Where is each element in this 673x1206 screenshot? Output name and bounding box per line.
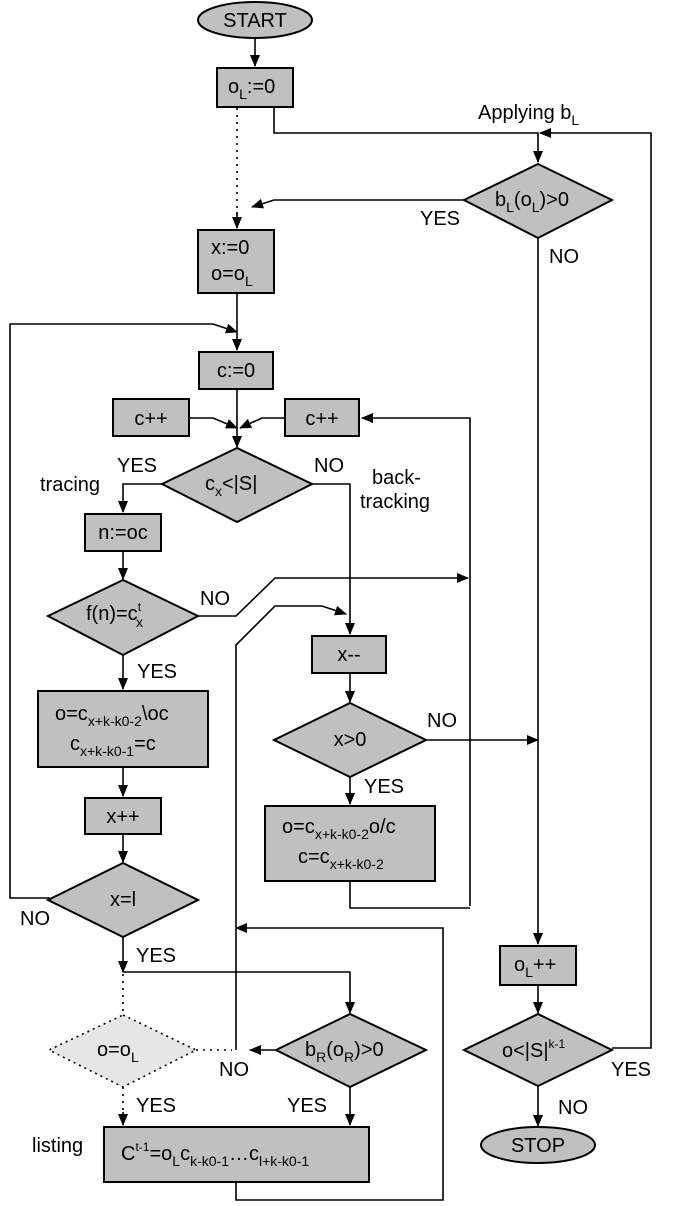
svg-text:n:=oc: n:=oc [98,522,147,544]
x-eq-l-decision: x=l [45,861,201,939]
fn-yes-label: YES [137,661,177,683]
svg-text:START: START [223,10,287,32]
ol-lt-s-decision: o<|S|k-1 [461,1012,615,1088]
start-terminal: START [197,1,313,39]
svg-text:c++: c++ [305,408,338,430]
x-init-box: x:=0 o=oL [197,229,275,294]
svg-text:x--: x-- [337,644,360,666]
svg-text:STOP: STOP [511,1135,565,1157]
svg-text:x++: x++ [106,806,139,828]
svg-text:o<|S|k-1: o<|S|k-1 [502,1037,566,1062]
svg-text:c:=0: c:=0 [217,360,255,382]
xgt0-no-label: NO [427,710,457,732]
x-dec-box: x-- [311,635,387,674]
svg-text:Ct-1=oLck-k0-1…cl+k-k0-1: Ct-1=oLck-k0-1…cl+k-k0-1 [121,1140,309,1169]
ol-no-label: NO [558,1097,588,1119]
fn-no-label: NO [200,588,230,610]
svg-text:x=l: x=l [110,889,136,911]
listing-label: listing [32,1135,83,1157]
back-label: back- [372,467,421,489]
br-decision: bR(oR)>0 [273,1012,429,1089]
connectors [9,38,652,1201]
br-no-label: NO [219,1059,249,1081]
c-inc-left-box: c++ [112,398,190,437]
stop-terminal: STOP [480,1126,596,1164]
ol-inc-box: oL++ [499,945,577,986]
o-eq-ol-yes-label: YES [136,1095,176,1117]
svg-text:cx<|S|: cx<|S| [205,473,257,499]
listing-box: Ct-1=oLck-k0-1…cl+k-k0-1 [103,1126,370,1183]
xeql-yes-label: YES [136,945,176,967]
bl-yes-label: YES [420,208,460,230]
x-gt-0-decision: x>0 [271,701,429,779]
ol-yes-label: YES [611,1059,651,1081]
cx-yes-label: YES [117,455,157,477]
bl-no-label: NO [549,246,579,268]
c-init-box: c:=0 [198,351,274,390]
applying-bl-label: Applying bL [478,102,579,128]
branch-labels: YES NO YES NO tracing back- tracking NO … [20,208,651,1157]
svg-text:c++: c++ [134,408,167,430]
svg-text:o=oL: o=oL [97,1039,139,1065]
svg-text:x>0: x>0 [334,729,367,751]
init-ol-box: oL:=0 [216,67,294,108]
svg-text:o=cx+k-k0-2\oc: o=cx+k-k0-2\oc [55,703,169,729]
svg-text:cx+k-k0-1=c: cx+k-k0-1=c [70,733,156,759]
c-inc-right-box: c++ [284,398,360,437]
o-eq-ol-decision: o=oL [47,1014,198,1088]
n-assign-box: n:=oc [84,513,162,552]
x-inc-box: x++ [84,797,162,835]
svg-text:c=cx+k-k0-2: c=cx+k-k0-2 [298,846,384,872]
svg-text:bR(oR)>0: bR(oR)>0 [305,1039,384,1065]
bl-decision: bL(oL)>0 [461,162,615,240]
svg-text:o=oL: o=oL [211,263,253,289]
svg-text:x:=0: x:=0 [211,237,249,259]
svg-text:oL++: oL++ [514,954,556,980]
svg-text:o=cx+k-k0-2o/c: o=cx+k-k0-2o/c [282,816,396,842]
xgt0-yes-label: YES [364,776,404,798]
svg-text:oL:=0: oL:=0 [228,76,275,102]
svg-text:bL(oL)>0: bL(oL)>0 [495,189,569,215]
cx-no-label: NO [314,455,344,477]
o-update-box: o=cx+k-k0-2\oc cx+k-k0-1=c [37,690,209,768]
tracking-label: tracking [360,491,430,513]
tracing-label: tracing [40,474,100,496]
xeql-no-label: NO [20,908,50,930]
cx-decision: cx<|S| [159,446,315,524]
br-yes-label: YES [287,1095,327,1117]
backtrack-update-box: o=cx+k-k0-2o/c c=cx+k-k0-2 [264,805,436,882]
svg-text:f(n)=ctx: f(n)=ctx [86,600,143,630]
